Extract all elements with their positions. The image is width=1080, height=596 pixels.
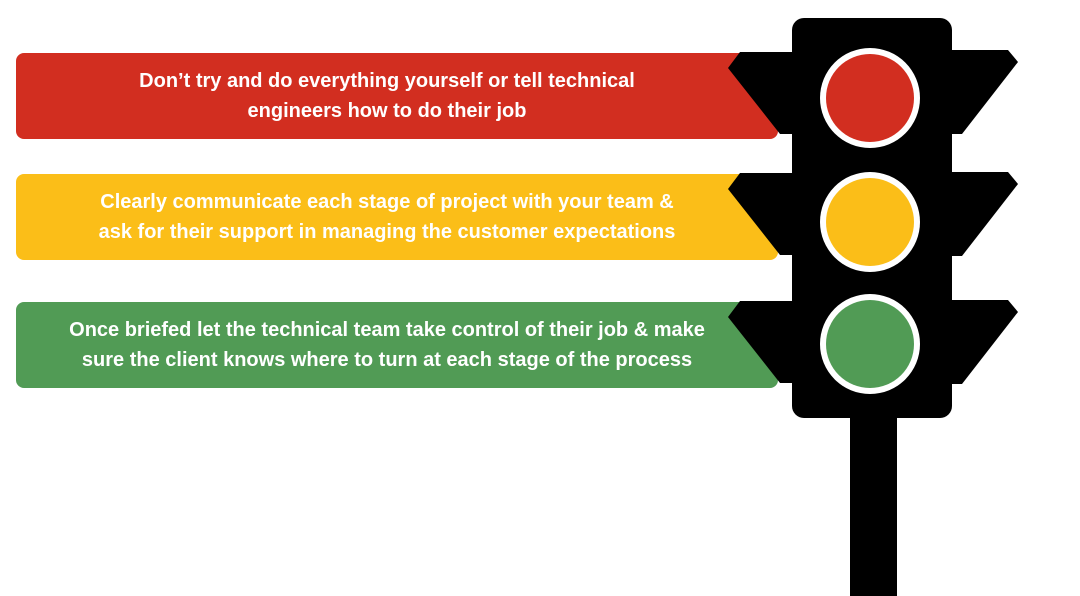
visor-right-top bbox=[948, 50, 1018, 134]
visor-left-top bbox=[728, 52, 796, 134]
visor-right-middle bbox=[948, 172, 1018, 256]
traffic-light-pole bbox=[850, 410, 897, 596]
green-light-lens bbox=[826, 300, 914, 388]
red-banner-text: Don’t try and do everything yourself or … bbox=[139, 70, 635, 122]
amber-banner: Clearly communicate each stage of projec… bbox=[16, 174, 778, 260]
green-banner: Once briefed let the technical team take… bbox=[16, 302, 778, 388]
amber-light-lens bbox=[826, 178, 914, 266]
red-light-lens bbox=[826, 54, 914, 142]
visor-left-bottom bbox=[728, 301, 796, 383]
red-banner: Don’t try and do everything yourself or … bbox=[16, 53, 778, 139]
visor-right-bottom bbox=[948, 300, 1018, 384]
visor-left-middle bbox=[728, 173, 796, 255]
green-banner-text: Once briefed let the technical team take… bbox=[69, 319, 705, 371]
amber-banner-text: Clearly communicate each stage of projec… bbox=[98, 191, 676, 243]
